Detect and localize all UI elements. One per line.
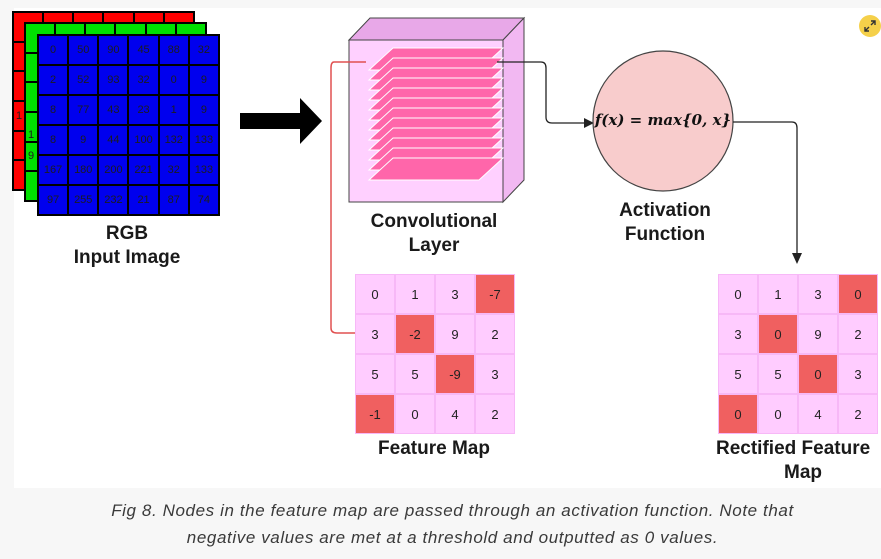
blue-cell: 93 bbox=[98, 65, 129, 95]
conv-cube-top bbox=[347, 17, 526, 41]
rectified-map-cell: 2 bbox=[838, 394, 878, 434]
rectified-map-cell: 5 bbox=[758, 354, 798, 394]
feature-map-cell: -2 bbox=[395, 314, 435, 354]
blue-cell: 180 bbox=[68, 155, 99, 185]
blue-cell: 255 bbox=[68, 185, 99, 215]
blue-cell: 0 bbox=[158, 65, 189, 95]
conv-label-line1: Convolutional bbox=[370, 211, 498, 232]
rectified-map-cell: 9 bbox=[798, 314, 838, 354]
rectified-label-line2: Map bbox=[784, 462, 822, 483]
conv-to-activation-connector bbox=[497, 61, 588, 124]
blue-cell: 200 bbox=[98, 155, 129, 185]
rectified-map-cell: 0 bbox=[758, 314, 798, 354]
blue-cell: 9 bbox=[68, 125, 99, 155]
blue-cell: 232 bbox=[98, 185, 129, 215]
feature-map-cell: 3 bbox=[475, 354, 515, 394]
blue-cell: 23 bbox=[128, 95, 159, 125]
blue-cell: 77 bbox=[68, 95, 99, 125]
right-arrow-icon bbox=[240, 98, 322, 144]
rectified-map-cell: 2 bbox=[838, 314, 878, 354]
activation-to-rectified-connector bbox=[733, 121, 798, 256]
blue-cell: 1 bbox=[158, 95, 189, 125]
blue-cell: 87 bbox=[158, 185, 189, 215]
blue-cell: 32 bbox=[158, 155, 189, 185]
rectified-map-cell: 0 bbox=[718, 394, 758, 434]
feature-map-cell: -9 bbox=[435, 354, 475, 394]
blue-cell: 45 bbox=[128, 35, 159, 65]
rectified-map-cell: 0 bbox=[798, 354, 838, 394]
rectified-map-cell: 4 bbox=[798, 394, 838, 434]
blue-cell: 0 bbox=[38, 35, 69, 65]
blue-cell: 100 bbox=[128, 125, 159, 155]
blue-cell: 52 bbox=[68, 65, 99, 95]
rgb-label-line2: Input Image bbox=[73, 247, 181, 268]
caption-line1: Fig 8. Nodes in the feature map are pass… bbox=[111, 501, 794, 520]
rectified-map-cell: 3 bbox=[718, 314, 758, 354]
blue-cell: 132 bbox=[158, 125, 189, 155]
feature-map-cell: 3 bbox=[435, 274, 475, 314]
blue-cell: 167 bbox=[38, 155, 69, 185]
rectified-map-cell: 3 bbox=[798, 274, 838, 314]
blue-cell: 221 bbox=[128, 155, 159, 185]
expand-icon bbox=[864, 20, 876, 32]
feature-map-cell: 0 bbox=[395, 394, 435, 434]
caption-line2: negative values are met at a threshold a… bbox=[186, 528, 719, 547]
feature-map-cell: 5 bbox=[355, 354, 395, 394]
blue-cell: 90 bbox=[98, 35, 129, 65]
blue-cell: 9 bbox=[188, 65, 219, 95]
blue-cell: 8 bbox=[38, 95, 69, 125]
rectified-map-cell: 3 bbox=[838, 354, 878, 394]
activation-formula: f(x) = max{0, x} bbox=[594, 111, 732, 129]
feature-map-cell: -7 bbox=[475, 274, 515, 314]
activation-label-line1: Activation bbox=[619, 200, 711, 221]
rectified-map-cell: 1 bbox=[758, 274, 798, 314]
blue-cell: 74 bbox=[188, 185, 219, 215]
rectified-map-cell: 5 bbox=[718, 354, 758, 394]
blue-cell: 97 bbox=[38, 185, 69, 215]
blue-cell: 32 bbox=[188, 35, 219, 65]
rectified-map-cell: 0 bbox=[838, 274, 878, 314]
activation-circle bbox=[592, 50, 734, 192]
feature-map-cell: 5 bbox=[395, 354, 435, 394]
blue-cell: 88 bbox=[158, 35, 189, 65]
conv-to-featuremap-connector bbox=[330, 61, 366, 334]
conv-cube-side bbox=[502, 16, 525, 204]
rgb-label-line1: RGB bbox=[105, 223, 149, 244]
blue-cell: 2 bbox=[38, 65, 69, 95]
blue-cell: 43 bbox=[98, 95, 129, 125]
feature-map-cell: 2 bbox=[475, 394, 515, 434]
conv-slice bbox=[367, 157, 505, 181]
blue-cell: 21 bbox=[128, 185, 159, 215]
blue-cell: 32 bbox=[128, 65, 159, 95]
feature-map-cell: 3 bbox=[355, 314, 395, 354]
feature-map-cell: -1 bbox=[355, 394, 395, 434]
conv-slices bbox=[367, 47, 505, 181]
feature-map-cell: 1 bbox=[395, 274, 435, 314]
blue-cell: 133 bbox=[188, 155, 219, 185]
blue-cell: 9 bbox=[188, 95, 219, 125]
blue-cell: 8 bbox=[38, 125, 69, 155]
rectified-map-cell: 0 bbox=[718, 274, 758, 314]
activation-label-line2: Function bbox=[624, 224, 706, 245]
feature-map-label: Feature Map bbox=[378, 438, 490, 459]
feature-map-cell: 9 bbox=[435, 314, 475, 354]
rectified-label-line1: Rectified Feature bbox=[716, 438, 871, 459]
rectified-map-cell: 0 bbox=[758, 394, 798, 434]
expand-button[interactable] bbox=[859, 15, 881, 37]
conv-label-line2: Layer bbox=[408, 235, 460, 256]
blue-cell: 50 bbox=[68, 35, 99, 65]
blue-cell: 133 bbox=[188, 125, 219, 155]
blue-cell: 44 bbox=[98, 125, 129, 155]
feature-map-cell: 2 bbox=[475, 314, 515, 354]
feature-map-cell: 0 bbox=[355, 274, 395, 314]
figure-caption: Fig 8. Nodes in the feature map are pass… bbox=[30, 497, 875, 551]
feature-map-cell: 4 bbox=[435, 394, 475, 434]
